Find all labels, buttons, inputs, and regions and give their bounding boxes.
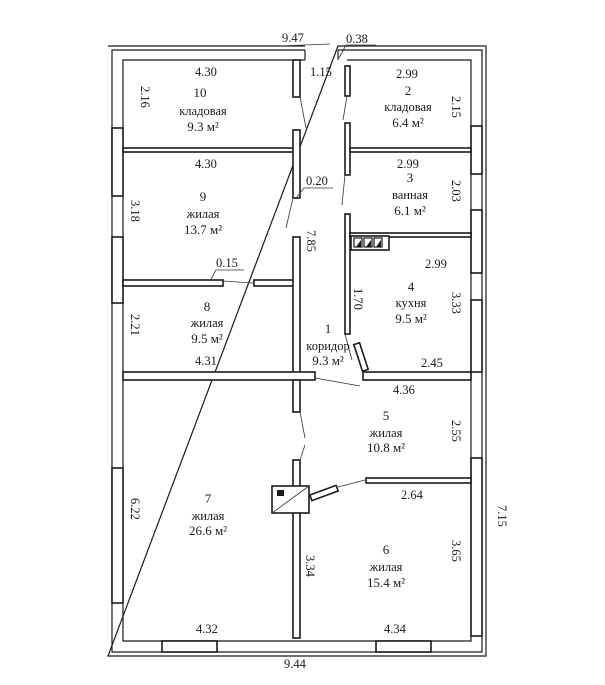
- dim: 2.15: [449, 96, 463, 118]
- dim: 2.21: [128, 314, 142, 336]
- room-number: 8: [204, 299, 211, 314]
- interior-walls: [122, 59, 472, 639]
- room-area: 9.3 м²: [312, 353, 344, 368]
- dim: 2.45: [421, 356, 443, 370]
- room-area: 26.6 м²: [189, 523, 227, 538]
- room-area: 9.5 м²: [191, 331, 223, 346]
- room-area: 15.4 м²: [367, 575, 405, 590]
- room-10: 4.30 2.16 10 кладовая 9.3 м²: [138, 65, 227, 134]
- room-number: 9: [200, 189, 207, 204]
- dim: 0.20: [306, 174, 328, 188]
- dim: 2.99: [425, 257, 447, 271]
- dim: 4.36: [393, 383, 415, 397]
- boiler-icon: [271, 485, 310, 514]
- room-name: кухня: [396, 296, 427, 310]
- room-7: 6.22 7 жилая 26.6 м² 4.32: [128, 491, 227, 636]
- room-5: 4.36 2.55 5 жилая 10.8 м²: [367, 383, 463, 455]
- room-area: 13.7 м²: [184, 222, 222, 237]
- room-area: 9.3 м²: [187, 119, 219, 134]
- dim-entrance: 0.38: [346, 32, 368, 46]
- room-name: жилая: [191, 509, 225, 523]
- dim-top: 9.47: [282, 31, 304, 45]
- room-number: 7: [205, 491, 212, 506]
- dim: 3.33: [449, 292, 463, 314]
- dim: 2.03: [449, 180, 463, 202]
- dim: 3.18: [128, 200, 142, 222]
- dim: 2.99: [397, 157, 419, 171]
- room-4: 2.99 3.33 4 кухня 9.5 м² 2.45: [395, 257, 463, 370]
- room-area: 6.4 м²: [392, 115, 424, 130]
- overall-dimensions: 9.47 0.38 9.44 7.15: [279, 31, 509, 671]
- room-name: кладовая: [179, 104, 227, 118]
- dim: 2.16: [138, 86, 152, 108]
- dim: 0.15: [216, 256, 238, 270]
- dim: 4.30: [195, 157, 217, 171]
- dim: 4.30: [195, 65, 217, 79]
- dim: 4.32: [196, 622, 218, 636]
- room-number: 4: [408, 279, 415, 294]
- exterior-walls: [107, 45, 487, 657]
- room-name: жилая: [190, 316, 224, 330]
- room-area: 10.8 м²: [367, 440, 405, 455]
- room-name: жилая: [186, 207, 220, 221]
- room-2: 2.99 2.15 2 кладовая 6.4 м²: [384, 67, 463, 130]
- room-9: 4.30 3.18 9 жилая 13.7 м²: [128, 157, 222, 237]
- dim: 2.99: [396, 67, 418, 81]
- room-3: 2.99 2.03 3 ванная 6.1 м²: [392, 157, 463, 218]
- room-number: 6: [383, 542, 390, 557]
- dim: 6.22: [128, 498, 142, 520]
- room-name: коридор: [306, 339, 350, 353]
- room-number: 3: [407, 170, 414, 185]
- dim: 1.15: [310, 65, 332, 79]
- room-name: ванная: [392, 188, 428, 202]
- room-area: 9.5 м²: [395, 311, 427, 326]
- room-number: 5: [383, 408, 390, 423]
- dim: 4.34: [384, 622, 407, 636]
- room-name: кладовая: [384, 100, 432, 114]
- dim: 2.64: [401, 488, 424, 502]
- room-number: 1: [325, 321, 332, 336]
- room-8: 0.15 2.21 8 жилая 9.5 м² 4.31: [128, 256, 244, 368]
- room-area: 6.1 м²: [394, 203, 426, 218]
- dim: 1.70: [351, 288, 365, 310]
- dim: 4.31: [195, 354, 217, 368]
- room-number: 2: [405, 83, 412, 98]
- room-name: жилая: [369, 426, 403, 440]
- room-number: 10: [194, 85, 207, 100]
- dim-bottom: 9.44: [284, 657, 307, 671]
- stove-icon: [350, 235, 390, 251]
- dim: 2.55: [449, 420, 463, 442]
- dim-right: 7.15: [495, 505, 509, 527]
- room-name: жилая: [369, 560, 403, 574]
- room-6: 2.64 3.65 3.34 6 жилая 15.4 м² 4.34: [303, 488, 463, 636]
- room-1: 1.15 0.20 7.85 1.70 1 коридор 9.3 м²: [296, 65, 365, 368]
- dim: 3.65: [449, 540, 463, 562]
- windows: [111, 125, 483, 653]
- door-swings: [222, 95, 366, 488]
- dim: 7.85: [304, 230, 318, 252]
- dim: 3.34: [303, 555, 317, 578]
